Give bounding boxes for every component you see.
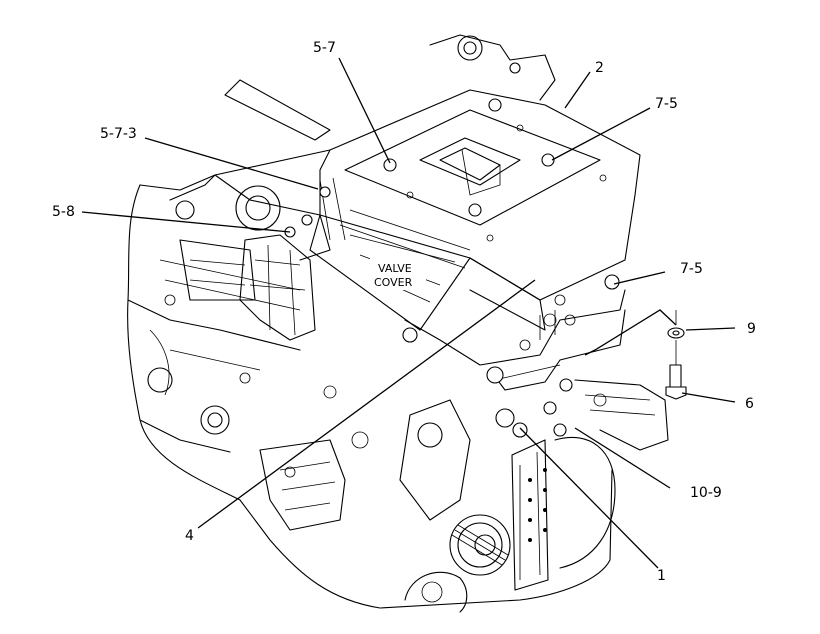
callout-5-7: 5-7 — [313, 40, 336, 56]
callout-labels: 5-7 2 5-7-3 7-5 5-8 7-5 9 6 10-9 4 1 — [52, 40, 756, 584]
callout-9: 9 — [747, 321, 756, 337]
valve-cover-annotation: VALVE COVER — [370, 258, 426, 290]
cover-bolts — [383, 62, 620, 438]
valve-cover — [309, 34, 641, 391]
callout-7-5-top: 7-5 — [655, 96, 678, 112]
callout-4: 4 — [185, 528, 194, 544]
callout-10-9: 10-9 — [690, 485, 722, 501]
valve-cover-label-line1: VALVE — [378, 262, 412, 275]
leader-lines — [81, 57, 736, 569]
washer-and-bolt — [584, 309, 687, 400]
callout-1: 1 — [657, 568, 666, 584]
callout-7-5-side: 7-5 — [680, 261, 703, 277]
manifold — [169, 79, 346, 341]
callout-5-8: 5-8 — [52, 204, 75, 220]
callout-2: 2 — [595, 60, 604, 76]
valve-cover-label-line2: COVER — [374, 276, 413, 289]
callout-5-7-3: 5-7-3 — [100, 126, 137, 142]
callout-6: 6 — [745, 396, 754, 412]
